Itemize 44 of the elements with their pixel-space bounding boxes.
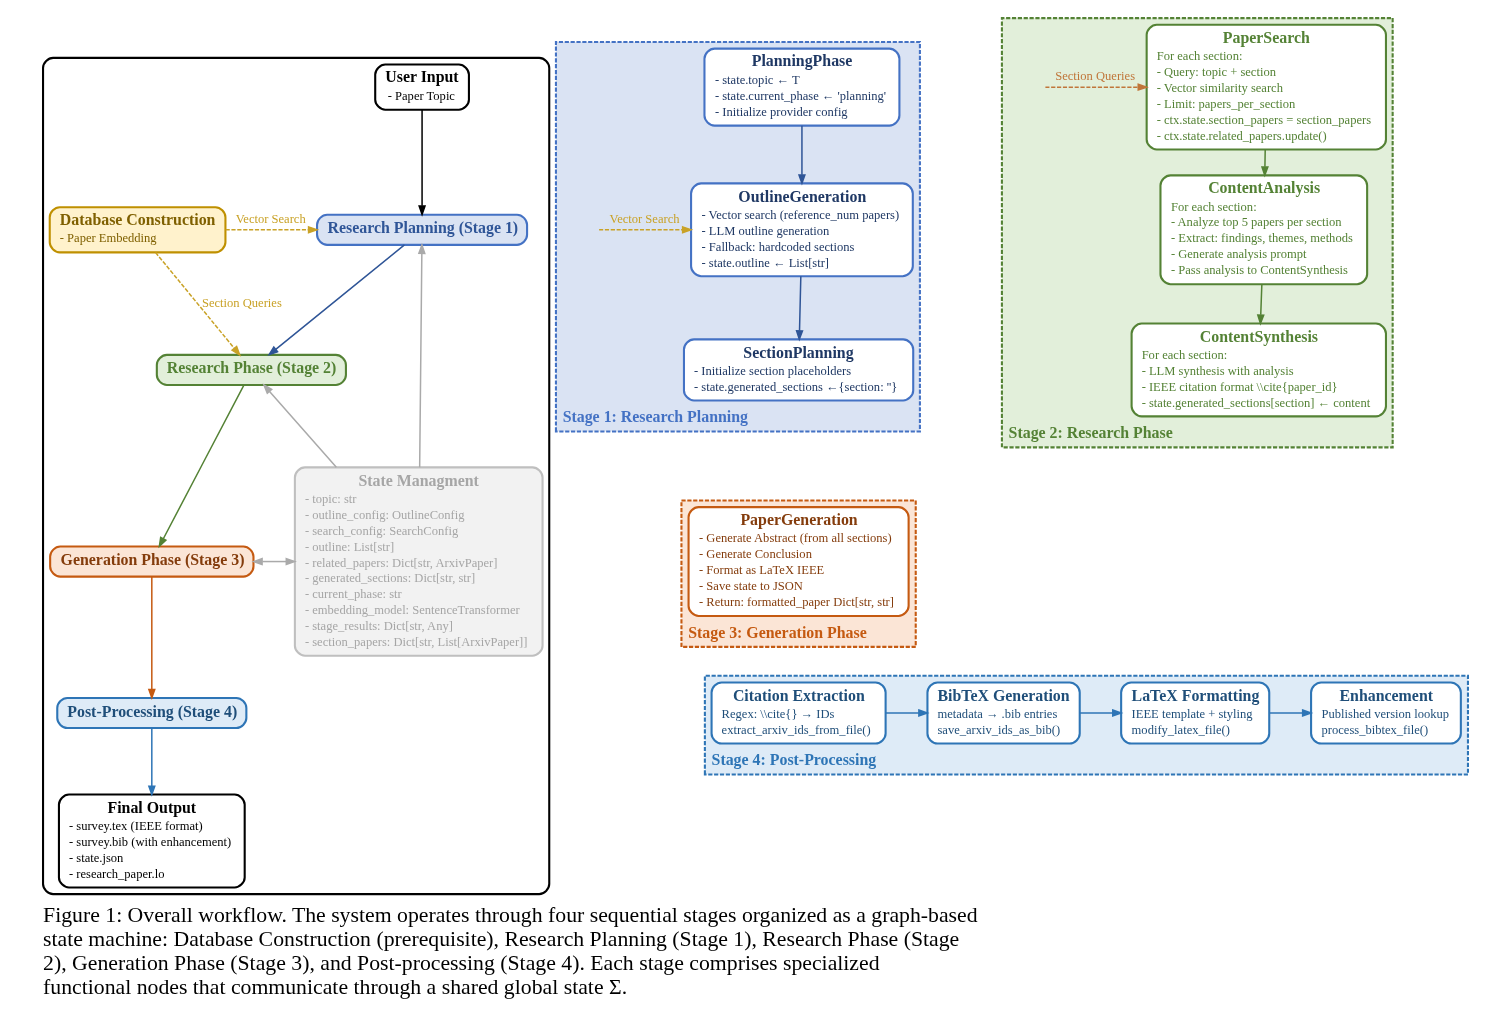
node-box: Citation Extraction Regex: \\cite{} → IDs extract_arxiv_ids_from_file() (710, 681, 887, 745)
node-box: ContentSynthesis For each section: - LLM synthesis with analysis - IEEE citation format \\cite{paper_id} - state.generated_sections[section] ← content (1130, 322, 1387, 418)
arrow (147, 727, 156, 797)
node-box: Final Output - survey.tex (IEEE format) - survey.bib (with enhancement) - state.json - research_paper.lo (57, 793, 246, 889)
arrow (417, 109, 426, 217)
node-box: State Managment - topic: str - outline_config: OutlineConfig - search_config: SearchConfig - outline: List[str] - related_papers: Dict[str, ArxivPaper] - generated_sections: Dict[str, str] - current_phase: str - embedding_model: SentenceTransformer - stage_results: Dict[str, Any] - section_papers: Dict[str, List[ArxivPaper]] (293, 466, 544, 657)
arrow (250, 557, 297, 566)
node-box: Generation Phase (Stage 3) (48, 545, 254, 578)
node-box: ContentAnalysis For each section: - Analyze top 5 papers per section - Extract: findings, themes, methods - Generate analysis prompt - Pass analysis to ContentSynthesis (1158, 174, 1368, 286)
node-box: Research Phase (Stage 2) (155, 353, 347, 387)
arrow (157, 384, 245, 549)
node-box: PlanningPhase - state.topic ← T - state.current_phase ← 'planning' - Initialize provider config (702, 47, 900, 127)
node-box: PaperSearch For each section: - Query: topic + section - Vector similarity search - Limit: papers_per_section - ctx.state.section_papers = section_papers - ctx.state.related_papers.update() (1145, 23, 1387, 151)
edge-label: Vector Search (608, 212, 680, 227)
node-box: Research Planning (Stage 1) (315, 213, 528, 246)
arrow (1268, 709, 1313, 717)
edge-label: Section Queries (201, 295, 282, 310)
node-box: Post-Processing (Stage 4) (55, 696, 247, 730)
node-box: LaTeX Formatting IEEE template + styling modify_latex_file() (1119, 681, 1270, 745)
node-box: User Input - Paper Topic (373, 63, 470, 111)
arrow (1260, 149, 1269, 178)
arrow (154, 251, 241, 357)
arrow (797, 125, 806, 186)
caption: Figure 1: Overall workflow. The system operates through four sequential stages organized as a graph-based state machine: Database Construction (prerequisite), Research Planning (Stage 1), Research Phase (Stage 2), Generation Phase (Stage 3), and Post-processing (Stage 4). Each stage comprises specialized functional nodes that communicate through a shared global state Σ. (42, 902, 978, 1000)
node-box: SectionPlanning - Initialize section placeholders - state.generated_sections ←{section: ''} (682, 338, 914, 402)
arrow (597, 225, 693, 234)
arrow (795, 275, 804, 342)
arrow (261, 383, 337, 468)
arrow (147, 576, 156, 701)
node-box: PaperGeneration - Generate Abstract (from all sections) - Generate Conclusion - Format as LaTeX IEEE - Save state to JSON - Return: formatted_paper Dict[str, str] (687, 506, 910, 617)
arrow (266, 244, 405, 357)
arrow (417, 242, 426, 469)
arrow (884, 709, 930, 717)
node-box: Enhancement Published version lookup process_bibtex_file() (1309, 681, 1462, 745)
node-box: BibTeX Generation metadata → .bib entries save_arxiv_ids_as_bib() (925, 681, 1081, 745)
arrow (1044, 83, 1149, 92)
arrow (1256, 283, 1265, 326)
edge-label: Section Queries (1054, 69, 1135, 84)
arrow (1078, 709, 1123, 717)
node-box: Database Construction - Paper Embedding (48, 206, 226, 254)
node-box: OutlineGeneration - Vector search (reference_num papers) - LLM outline generation - Fallback: hardcoded sections - state.outline ← List[str] (689, 182, 914, 278)
edge-label: Vector Search (235, 212, 306, 227)
arrow (224, 225, 319, 234)
cluster (41, 56, 550, 896)
